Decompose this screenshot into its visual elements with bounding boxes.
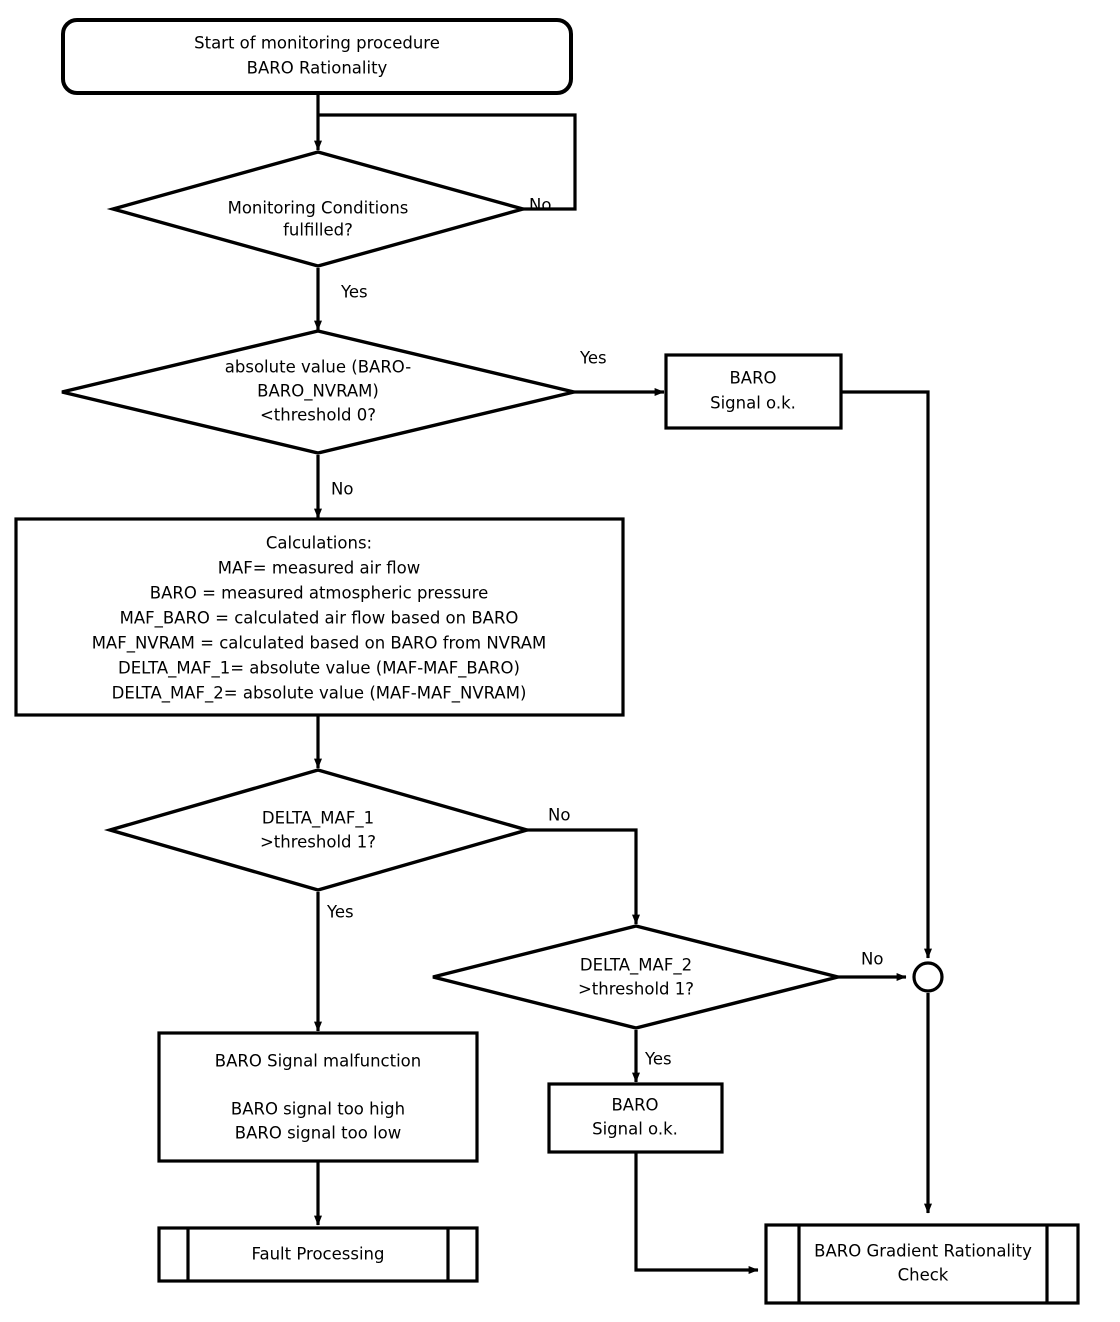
- node-baro-ok-bottom: BARO Signal o.k.: [547, 1082, 724, 1154]
- calculations-line-2: MAF= measured air flow: [218, 559, 420, 578]
- baro-ok-top-line-1: BARO: [729, 369, 776, 388]
- decision-threshold0-shape: [61, 329, 575, 455]
- edge-label-delta2-no: No: [861, 950, 883, 969]
- decision-threshold0-line-2: BARO_NVRAM): [257, 382, 379, 402]
- edge-baro-ok-top-to-merge: [841, 390, 932, 959]
- calculations-line-4: MAF_BARO = calculated air flow based on …: [120, 609, 519, 629]
- decision-threshold0-line-3: <threshold 0?: [260, 406, 376, 425]
- edge-monitoring-no-feedback: [318, 113, 577, 211]
- node-start: Start of monitoring procedure BARO Ratio…: [61, 18, 573, 95]
- calculations-line-3: BARO = measured atmospheric pressure: [150, 584, 488, 603]
- merge-connector-circle: [912, 961, 944, 993]
- decision-monitoring-line-1: Monitoring Conditions: [228, 199, 409, 218]
- decision-monitoring-line-2: fulfilled?: [283, 221, 353, 240]
- baro-ok-bottom-line-2: Signal o.k.: [592, 1120, 678, 1139]
- edge-label-monitoring-no: No: [529, 196, 551, 215]
- decision-delta1-line-1: DELTA_MAF_1: [262, 809, 374, 829]
- decision-delta1-line-2: >threshold 1?: [260, 833, 376, 852]
- decision-delta1-shape: [103, 768, 534, 892]
- baro-malfunction-shape: [157, 1031, 479, 1163]
- calculations-shape: [14, 517, 625, 717]
- edge-label-threshold0-yes: Yes: [579, 349, 607, 368]
- edge-label-monitoring-yes: Yes: [340, 283, 368, 302]
- decision-delta2-line-2: >threshold 1?: [578, 980, 694, 999]
- start-line-2: BARO Rationality: [247, 59, 388, 78]
- edge-delta1-no-to-delta2: [527, 828, 640, 925]
- fault-processing-shape: [157, 1226, 479, 1283]
- fault-processing-line-1: Fault Processing: [252, 1245, 385, 1264]
- node-baro-ok-top: BARO Signal o.k.: [664, 353, 843, 430]
- edge-label-delta1-no: No: [548, 806, 570, 825]
- calculations-line-7: DELTA_MAF_2= absolute value (MAF-MAF_NVR…: [112, 684, 527, 704]
- decision-delta2-shape: [432, 924, 839, 1030]
- edge-label-threshold0-no: No: [331, 480, 353, 499]
- baro-ok-top-shape: [664, 353, 843, 430]
- decision-delta2-line-1: DELTA_MAF_2: [580, 956, 692, 976]
- baro-malfunction-line-2: BARO signal too high: [231, 1100, 405, 1119]
- node-calculations: Calculations: MAF= measured air flow BAR…: [14, 517, 625, 717]
- baro-gradient-line-2: Check: [898, 1266, 949, 1285]
- start-line-1: Start of monitoring procedure: [194, 34, 440, 53]
- start-shape: [61, 18, 573, 95]
- node-baro-gradient: BARO Gradient Rationality Check: [764, 1223, 1080, 1305]
- baro-gradient-line-1: BARO Gradient Rationality: [814, 1242, 1032, 1261]
- baro-ok-bottom-line-1: BARO: [611, 1096, 658, 1115]
- decision-threshold0-line-1: absolute value (BARO-: [225, 358, 411, 377]
- baro-malfunction-line-1: BARO Signal malfunction: [215, 1052, 421, 1071]
- node-fault-processing: Fault Processing: [157, 1226, 479, 1283]
- node-decision-delta2: DELTA_MAF_2 >threshold 1?: [432, 924, 839, 1030]
- baro-ok-bottom-shape: [547, 1082, 724, 1154]
- decision-monitoring-shape: [106, 150, 530, 268]
- edge-label-delta2-yes: Yes: [644, 1050, 672, 1069]
- calculations-line-6: DELTA_MAF_1= absolute value (MAF-MAF_BAR…: [118, 659, 520, 679]
- node-decision-threshold0: absolute value (BARO- BARO_NVRAM) <thres…: [61, 329, 575, 455]
- edge-label-delta1-yes: Yes: [326, 903, 354, 922]
- baro-malfunction-line-3: BARO signal too low: [235, 1124, 401, 1143]
- edge-baro-ok-bottom-to-gradient: [634, 1152, 759, 1274]
- calculations-line-5: MAF_NVRAM = calculated based on BARO fro…: [92, 634, 547, 654]
- node-decision-monitoring: Monitoring Conditions fulfilled?: [106, 150, 530, 268]
- node-baro-malfunction: BARO Signal malfunction BARO signal too …: [157, 1031, 479, 1163]
- calculations-line-1: Calculations:: [266, 534, 372, 553]
- baro-gradient-shape: [764, 1223, 1080, 1305]
- baro-ok-top-line-2: Signal o.k.: [710, 394, 796, 413]
- node-decision-delta1: DELTA_MAF_1 >threshold 1?: [103, 768, 534, 892]
